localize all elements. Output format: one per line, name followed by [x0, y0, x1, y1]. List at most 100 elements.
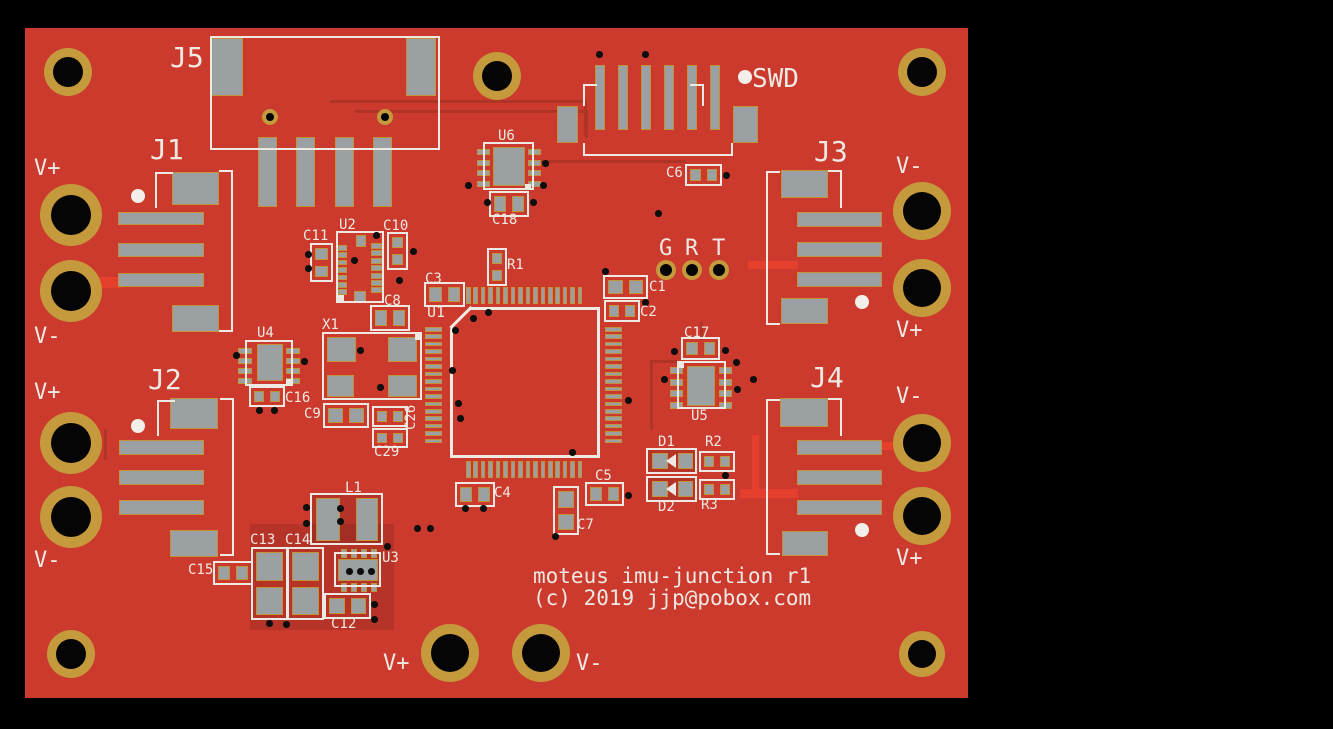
c5-pad-1	[590, 487, 602, 501]
via	[452, 327, 459, 334]
refdes-u1: U1	[427, 303, 446, 321]
refdes-c8: C8	[384, 293, 401, 309]
label-vplus-right-2: V+	[896, 546, 923, 571]
x1-pad-4	[388, 375, 417, 397]
label-j3: J3	[814, 135, 848, 168]
u1-pads-right	[605, 438, 622, 444]
u1-pads-left	[425, 341, 442, 347]
c15-pad-2	[236, 566, 248, 580]
refdes-d2: D2	[658, 499, 675, 515]
u2-pins-right	[371, 243, 382, 249]
refdes-u2: U2	[339, 217, 356, 233]
via	[671, 348, 678, 355]
c14-pad-1	[292, 552, 319, 581]
d1-pad-2	[678, 453, 693, 469]
refdes-x1: X1	[322, 317, 339, 333]
via	[396, 277, 403, 284]
u2-pins-left	[338, 289, 347, 295]
u2-pins-left	[338, 252, 347, 258]
c16-pad-2	[270, 391, 280, 402]
swd-pins	[710, 65, 720, 130]
j5-pilot-hole-2-bore	[381, 113, 389, 121]
refdes-r3: R3	[701, 497, 718, 513]
via	[427, 525, 434, 532]
via	[373, 232, 380, 239]
u1-pads-left	[425, 401, 442, 407]
j4-pin1-dot	[855, 523, 869, 537]
via	[371, 616, 378, 623]
refdes-c9: C9	[304, 406, 321, 422]
u3-pins-bottom	[351, 583, 357, 592]
label-vminus-left-1: V-	[34, 324, 61, 349]
via	[642, 51, 649, 58]
via	[733, 359, 740, 366]
via	[337, 505, 344, 512]
power-hole-j4-vminus-bore	[903, 424, 941, 462]
u1-pads-top	[540, 287, 546, 304]
u1-pads-right	[605, 356, 622, 362]
swd-pins	[641, 65, 651, 130]
x1-outline	[322, 332, 422, 400]
refdes-u6: U6	[498, 128, 515, 144]
c2-pad-1	[609, 305, 619, 317]
trace-j1-power	[95, 277, 122, 288]
u1-body	[450, 307, 600, 458]
refdes-r1: R1	[507, 257, 524, 273]
swd-pad-side-right	[733, 106, 758, 143]
j5-outline	[210, 36, 440, 150]
u1-pads-left	[425, 408, 442, 414]
u1-pads-right	[605, 349, 622, 354]
via	[484, 199, 491, 206]
refdes-u3: U3	[382, 550, 399, 566]
u1-pads-right	[605, 327, 622, 332]
power-hole-j1-vplus	[40, 184, 102, 246]
c7-pad-1	[558, 491, 574, 508]
u1-pads-right	[605, 371, 622, 377]
u1-pads-bottom	[540, 461, 546, 478]
power-hole-bottom-vminus	[512, 624, 570, 682]
j4-pad-top	[780, 398, 828, 427]
u1-pads-top	[577, 287, 583, 304]
power-hole-j2-vplus	[40, 412, 102, 474]
u4-pin1-mark	[286, 379, 292, 385]
r3-pad-1	[704, 484, 714, 495]
j5-pins	[296, 137, 316, 207]
c2-pad-2	[625, 305, 635, 317]
swd-bracket-left	[583, 84, 597, 106]
u1-pads-right	[605, 394, 622, 399]
x1-pad-1	[327, 337, 356, 362]
j5-pilot-hole-2	[377, 109, 393, 125]
u1-pads-bottom	[525, 461, 531, 478]
swd-pins	[595, 65, 605, 130]
power-hole-j3-vminus-bore	[903, 192, 941, 230]
u2-pins-left	[338, 282, 347, 288]
u1-pads-right	[605, 408, 622, 414]
c1-pad-1	[608, 280, 623, 294]
power-hole-j4-vplus-bore	[903, 497, 941, 535]
c14-pad-2	[292, 586, 319, 615]
testpoint-g-pad	[656, 260, 676, 280]
refdes-c10: C10	[383, 218, 409, 234]
u1-pads-top	[547, 287, 553, 304]
label-j2: J2	[148, 363, 182, 396]
via	[301, 358, 308, 365]
c17-pad-1	[686, 342, 698, 355]
label-vplus-right-1: V+	[896, 318, 923, 343]
testpoint-r-pad	[682, 260, 702, 280]
j2-bar-2	[119, 470, 204, 485]
c7-pad-2	[558, 513, 574, 530]
j3-bar-1	[797, 212, 882, 227]
swd-pad-side-left	[557, 106, 578, 143]
swd-bracket-right	[690, 84, 704, 106]
u1-pads-left	[425, 416, 442, 421]
label-testpoint-t: T	[712, 236, 726, 261]
j3-pad-bottom	[781, 298, 828, 324]
j3-bracket-small	[828, 170, 842, 208]
x1-pad-3	[327, 375, 354, 397]
u1-pads-bottom	[466, 461, 471, 478]
refdes-c17: C17	[684, 325, 710, 341]
j2-bar-1	[119, 440, 204, 455]
u1-pads-right	[605, 431, 622, 436]
u1-pads-left	[425, 394, 442, 399]
trace-u6-c6	[536, 160, 686, 163]
